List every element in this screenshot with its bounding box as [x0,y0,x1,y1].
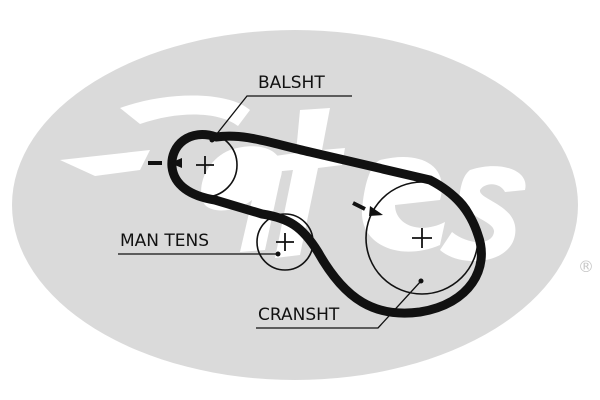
plus-icon [196,156,214,174]
crankshaft-label: CRANSHT [258,305,340,325]
manual-tensioner-label: MAN TENS [120,231,209,251]
label-crankshaft: CRANSHT [256,278,424,329]
plus-icon [276,233,294,251]
balance-shaft-pulley [172,132,238,198]
balance-shaft-timing-mark [148,158,182,168]
crankshaft-timing-mark [352,201,383,216]
plus-icon [412,228,432,248]
registered-mark: ® [578,257,594,276]
crankshaft-pulley [365,181,479,295]
label-manual-tensioner: MAN TENS [118,231,281,257]
balance-shaft-label: BALSHT [258,73,325,93]
label-balance-shaft: BALSHT [209,73,352,143]
manual-tensioner-pulley [256,213,314,271]
